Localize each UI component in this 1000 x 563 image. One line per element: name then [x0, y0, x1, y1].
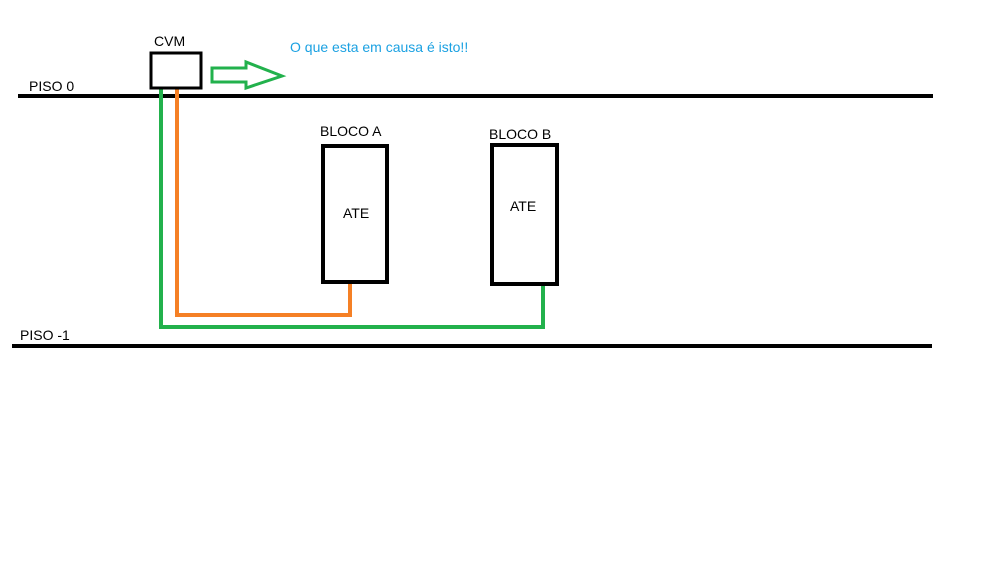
cable-bloco-b [159, 84, 545, 329]
bloco-a-box [321, 144, 389, 284]
cvm-label: CVM [154, 33, 185, 49]
cvm-box [149, 51, 203, 90]
bloco-a-title: BLOCO A [320, 123, 382, 139]
cable-bloco-a [175, 84, 352, 317]
floor-label-piso-0: PISO 0 [29, 78, 74, 94]
bloco-b-box [490, 143, 559, 286]
bloco-b-title: BLOCO B [489, 126, 551, 142]
annotation-text: O que esta em causa é isto!! [290, 39, 468, 55]
floor-label-piso-minus-1: PISO -1 [20, 327, 70, 343]
annotation-arrow-icon [210, 59, 287, 91]
bloco-b-ate-label: ATE [510, 198, 536, 214]
bloco-a-ate-label: ATE [343, 205, 369, 221]
